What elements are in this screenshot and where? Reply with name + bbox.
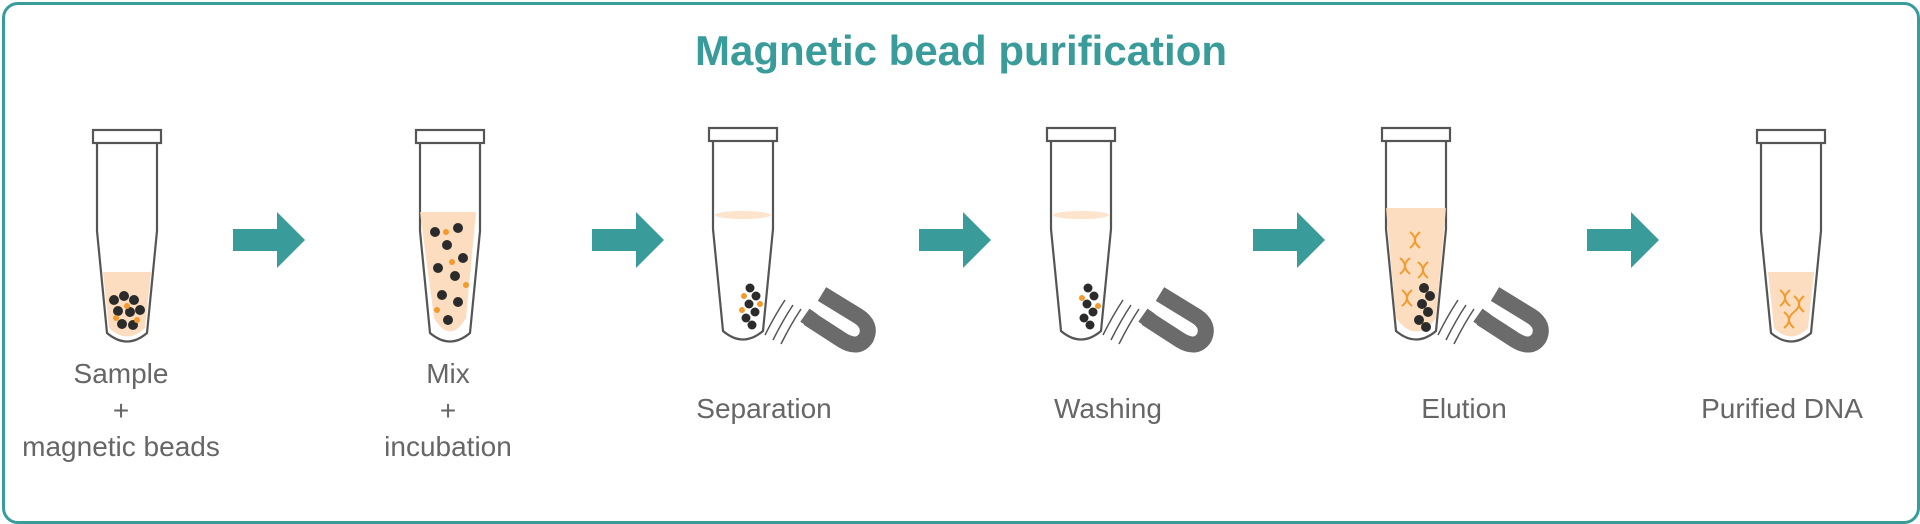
arrow-right-icon — [592, 212, 664, 268]
magnet-icon — [1437, 287, 1549, 353]
step-label-line: Separation — [696, 393, 831, 424]
arrow-right-icon — [233, 212, 305, 268]
diagram-title: Magnetic bead purification — [694, 27, 1228, 74]
tube-icon — [1045, 126, 1117, 341]
step-label-line: Elution — [1421, 393, 1507, 424]
tube-icon — [91, 128, 163, 343]
step-label-1: Sample + magnetic beads — [22, 358, 220, 462]
step-label-line: Purified DNA — [1701, 393, 1863, 424]
tube-icon — [1755, 128, 1827, 343]
dna-icon — [1779, 289, 1805, 329]
step-label-line: incubation — [384, 431, 512, 462]
tube-icon — [414, 128, 486, 343]
bead-icon — [1079, 283, 1101, 330]
step-label-line: Mix — [426, 358, 470, 389]
step-label-line: magnetic beads — [22, 431, 220, 462]
tube-icon — [707, 126, 779, 341]
step-label-3: Separation — [696, 393, 831, 424]
magnet-icon — [1102, 287, 1214, 353]
step-label-5: Elution — [1421, 393, 1507, 424]
step-label-line: Washing — [1054, 393, 1162, 424]
step-label-line: + — [113, 395, 129, 426]
arrow-right-icon — [1253, 212, 1325, 268]
step-label-2: Mix + incubation — [384, 358, 512, 462]
bead-icon — [739, 283, 763, 330]
arrow-right-icon — [919, 212, 991, 268]
bead-icon — [1414, 283, 1435, 332]
bead-icon — [109, 291, 145, 330]
step-label-line: + — [440, 395, 456, 426]
bead-icon — [430, 223, 469, 325]
arrow-right-icon — [1587, 212, 1659, 268]
step-label-4: Washing — [1054, 393, 1162, 424]
magnet-icon — [764, 287, 876, 353]
tube-icon — [1380, 126, 1452, 341]
step-label-6: Purified DNA — [1701, 393, 1863, 424]
dna-icon — [1399, 231, 1429, 307]
step-label-line: Sample — [74, 358, 169, 389]
